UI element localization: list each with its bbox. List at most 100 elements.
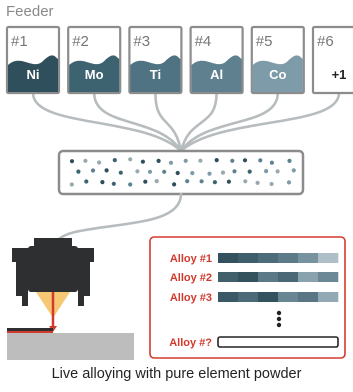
powder-dot: [264, 169, 269, 174]
feed-tube: [179, 91, 280, 153]
alloy-segment: [218, 272, 239, 282]
feeder-label: +1: [332, 67, 347, 82]
alloy-segment: [238, 292, 259, 302]
powder-dot: [291, 168, 296, 173]
alloy-segment: [238, 253, 259, 263]
feeder-label: Co: [269, 67, 286, 82]
powder-mixer: [57, 149, 305, 196]
powder-dot: [84, 179, 89, 184]
ellipsis-vertical-icon: [276, 310, 282, 328]
mixer-powder-dots: [69, 157, 296, 187]
powder-fill: [8, 55, 58, 92]
alloy-row: Alloy #1: [170, 253, 339, 265]
alloy-segment: [298, 292, 319, 302]
powder-dot: [198, 158, 203, 163]
powder-dot: [140, 159, 145, 164]
powder-dot: [183, 158, 188, 163]
powder-dot: [118, 170, 123, 175]
powder-dot: [104, 168, 109, 173]
alloy-segment: [218, 292, 239, 302]
feeder-1: #1Ni: [5, 25, 61, 95]
alloy-segment: [278, 253, 299, 263]
figure-caption: Live alloying with pure element powder: [51, 366, 302, 382]
feed-tube: [179, 91, 341, 153]
powder-dot: [111, 181, 116, 186]
alloy-segment: [238, 272, 259, 282]
feeder-number: #6: [317, 33, 334, 50]
powder-dot: [112, 158, 117, 163]
alloy-segment: [318, 253, 339, 263]
powder-dot: [242, 158, 248, 163]
powder-dot: [190, 171, 195, 176]
powder-fill: [69, 55, 120, 92]
laser-head-icon: [12, 238, 94, 332]
powder-dot: [258, 158, 263, 163]
powder-fill: [130, 55, 181, 92]
powder-dot: [269, 160, 274, 165]
powder-dot: [90, 168, 96, 173]
feeder-label: Mo: [85, 67, 104, 82]
alloy-segment: [278, 272, 299, 282]
powder-dot: [220, 170, 226, 175]
alloy-segment: [318, 272, 339, 282]
powder-dot: [128, 182, 133, 187]
powder-dot: [128, 157, 133, 162]
powder-dot: [156, 158, 161, 163]
feeder-label: Al: [210, 67, 223, 82]
powder-dot: [269, 181, 274, 187]
powder-dot: [97, 160, 102, 165]
feeder-6: #6 +1: [311, 25, 353, 95]
alloy-segment: [298, 272, 319, 282]
feeder-label: Ni: [27, 67, 40, 82]
powder-dot: [230, 158, 235, 163]
powder-dot: [212, 180, 217, 185]
powder-dot: [175, 170, 180, 176]
alloy-segment: [258, 253, 279, 263]
powder-fill: [191, 55, 242, 92]
alloy-segment: [218, 253, 239, 263]
powder-dot: [143, 179, 148, 184]
feed-tube: [31, 91, 183, 153]
feeder-boxes: #1Ni#2Mo#3Ti#4Al#5Co#6+1: [5, 25, 353, 95]
feed-tubes: [31, 91, 341, 153]
feeder-number: #3: [133, 33, 150, 50]
feeder-number: #4: [195, 33, 212, 50]
feeder-number: #2: [72, 33, 89, 50]
feeder-3: #3Ti: [128, 25, 183, 95]
feed-tube: [154, 91, 183, 153]
powder-dot: [255, 180, 260, 185]
feeder-4: #4Al: [189, 25, 244, 95]
powder-dot: [226, 179, 231, 184]
powder-dot: [243, 179, 248, 184]
feeder-title: Feeder: [6, 3, 54, 20]
build-plate: [7, 328, 134, 360]
powder-dot: [207, 171, 212, 176]
powder-dot: [154, 179, 159, 184]
powder-dot: [287, 158, 292, 163]
alloy-label: Alloy #3: [170, 292, 212, 304]
powder-dot: [135, 169, 140, 174]
powder-dot: [214, 158, 219, 163]
powder-dot: [199, 179, 204, 184]
powder-dot: [168, 160, 174, 165]
powder-dot: [100, 180, 105, 185]
alloy-segment: [258, 292, 279, 302]
alloy-label: Alloy #1: [170, 253, 212, 265]
powder-dot: [162, 169, 167, 174]
powder-dot: [275, 169, 280, 174]
powder-fill: [252, 55, 303, 92]
powder-dot: [172, 182, 177, 187]
powder-dot: [83, 158, 88, 163]
feeder-2: #2Mo: [67, 25, 122, 95]
feeder-number: #5: [256, 33, 273, 50]
powder-dot: [232, 169, 237, 174]
alloy-row: Alloy #3: [170, 292, 339, 304]
feeder-box: [311, 25, 353, 95]
alloy-row: Alloy #?: [169, 336, 339, 349]
powder-dot: [76, 169, 81, 174]
feed-tube: [92, 91, 183, 153]
feeder-5: #5Co: [250, 25, 305, 95]
powder-dot: [69, 159, 75, 164]
